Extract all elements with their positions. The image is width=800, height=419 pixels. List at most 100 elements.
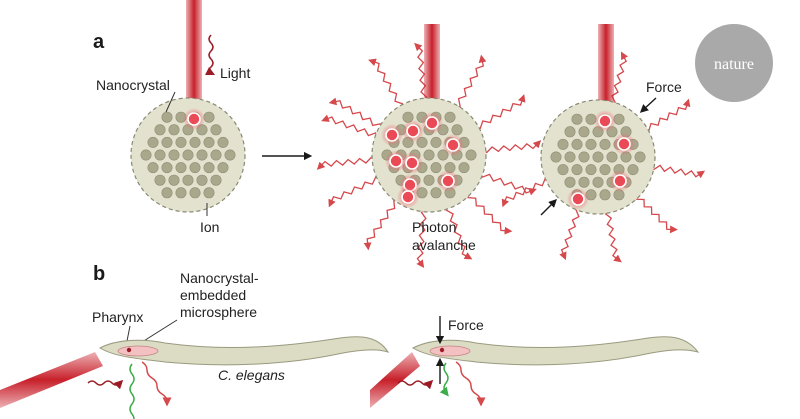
worm-body-2	[411, 336, 700, 366]
force-label-b: Force	[448, 317, 484, 333]
ion	[578, 176, 590, 188]
ion	[606, 151, 618, 163]
ion	[168, 149, 180, 161]
excited-ion	[598, 114, 612, 128]
emission-ray	[321, 114, 380, 140]
ion	[550, 151, 562, 163]
ion	[203, 162, 215, 174]
worm-body-1	[98, 336, 390, 366]
excited-ion	[613, 174, 627, 188]
ion	[168, 174, 180, 186]
ion	[182, 149, 194, 161]
ion	[578, 126, 590, 138]
microsphere-label-line1: Nanocrystal-	[180, 270, 259, 286]
ion	[182, 174, 194, 186]
excited-ion	[401, 190, 415, 204]
ion	[189, 187, 201, 199]
nanocrystal-2: Photon avalanche	[316, 24, 542, 268]
microsphere-label-line3: microsphere	[180, 304, 257, 320]
ion	[203, 187, 215, 199]
light-beam-3	[598, 24, 614, 120]
force-label-a: Force	[646, 79, 682, 95]
ion	[599, 164, 611, 176]
ion	[599, 138, 611, 150]
ion	[592, 176, 604, 188]
light-beam-worm-1	[0, 352, 103, 408]
ion	[196, 174, 208, 186]
panel-a-letter: a	[93, 31, 105, 53]
ion	[585, 164, 597, 176]
ion	[189, 136, 201, 148]
ion	[564, 151, 576, 163]
ion	[465, 149, 477, 161]
excited-ion	[446, 138, 460, 152]
ion	[564, 126, 576, 138]
nature-badge: nature	[695, 24, 773, 102]
excited-ion	[187, 112, 201, 126]
panel-b-letter: b	[93, 263, 105, 285]
ion	[430, 162, 442, 174]
species-abbr: C.	[218, 367, 232, 383]
emission-ray	[635, 191, 678, 234]
ion	[175, 136, 187, 148]
nanocrystal-label: Nanocrystal	[96, 77, 170, 93]
emission-ray	[478, 170, 537, 196]
ion	[210, 149, 222, 161]
ion	[147, 162, 159, 174]
light-beam-2	[424, 24, 440, 120]
microsphere-label-line2: embedded	[180, 287, 246, 303]
emission-ray	[368, 58, 404, 112]
ion	[210, 124, 222, 136]
worm-1: C. elegans	[0, 336, 390, 419]
species-name: elegans	[232, 367, 285, 383]
photon-label-line1: Photon	[412, 219, 456, 235]
emission-ray	[416, 206, 428, 268]
light-label: Light	[220, 65, 250, 81]
red-emission-2	[455, 361, 486, 407]
emission-ray	[604, 207, 622, 263]
ion	[175, 187, 187, 199]
nanocrystal-3: Force	[501, 24, 706, 263]
species-label: C. elegans	[218, 367, 285, 383]
emission-ray	[649, 163, 706, 179]
photon-label-line2: avalanche	[412, 237, 476, 253]
light-beam-1	[186, 0, 202, 118]
ion	[154, 124, 166, 136]
badge-text: nature	[714, 56, 754, 73]
ion	[168, 124, 180, 136]
light-beam-worm-2	[370, 352, 420, 408]
excited-ion	[405, 156, 419, 170]
emission-ray	[363, 198, 402, 251]
emission-ray	[472, 94, 526, 130]
nanocrystal-leader	[165, 91, 176, 113]
ion	[189, 162, 201, 174]
emission-ray	[445, 202, 473, 260]
ion	[203, 111, 215, 123]
ion	[217, 136, 229, 148]
pharynx-1	[117, 345, 159, 357]
ion	[430, 187, 442, 199]
excited-ion	[406, 124, 420, 138]
emission-ray	[452, 54, 487, 110]
ion	[161, 187, 173, 199]
incoming-light-worm-1	[87, 379, 124, 390]
excited-ion	[385, 128, 399, 142]
pharynx-label: Pharynx	[92, 309, 143, 325]
force-arrow-top	[639, 97, 657, 113]
ion	[599, 189, 611, 201]
ion	[564, 176, 576, 188]
excited-ion	[571, 192, 585, 206]
excited-ion	[441, 174, 455, 188]
excited-ion	[617, 137, 631, 151]
ion	[592, 151, 604, 163]
ion	[203, 136, 215, 148]
ion	[430, 136, 442, 148]
emission-rays-2	[316, 42, 542, 268]
force-arrow-bottom	[540, 199, 557, 216]
emission-ray	[559, 206, 583, 261]
ion	[224, 149, 236, 161]
ion	[634, 151, 646, 163]
emission-ray	[328, 176, 384, 208]
ion-cluster-2	[381, 111, 477, 208]
